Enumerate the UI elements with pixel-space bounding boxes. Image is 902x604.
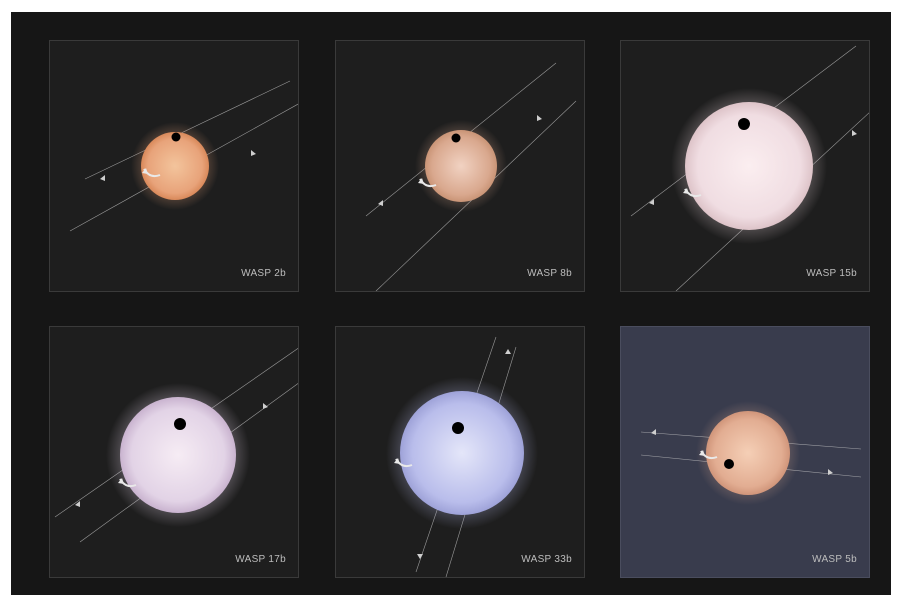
planet-dot [171,132,181,142]
orbit-arrow-icon [649,199,654,205]
orbit-arrow-icon [852,130,857,136]
spin-arrowhead-icon [418,178,424,184]
transit-diagram [640,401,862,505]
figure-frame: WASP 2b [11,12,891,595]
transit-diagram [69,80,298,232]
orbit-arrow-icon [417,554,423,559]
planet-dot [452,422,464,434]
planet-label: WASP 2b [241,268,286,279]
panel-wasp-17b: WASP 17b [49,326,299,578]
spin-arrowhead-icon [394,458,400,464]
transit-diagram [386,336,538,577]
planet-label: WASP 17b [235,554,286,565]
transit-diagram [54,348,298,543]
transit-diagram [365,62,577,291]
orbit-arrow-icon [75,501,80,507]
spin-arrowhead-icon [699,450,705,456]
star [425,130,497,202]
panel-wasp-33b: WASP 33b [335,326,585,578]
panel-wasp-8b: WASP 8b [335,40,585,292]
spin-arrowhead-icon [142,168,148,174]
orbit-arrow-icon [505,349,511,354]
spin-arrowhead-icon [118,478,124,484]
star [706,411,790,495]
star [685,102,813,230]
spin-arrowhead-icon [683,188,689,194]
orbit-arrow-icon [263,403,268,409]
planet-label: WASP 15b [806,268,857,279]
planet-dot [738,118,750,130]
star [120,397,236,513]
planet-label: WASP 5b [812,554,857,565]
panel-wasp-2b: WASP 2b [49,40,299,292]
orbit-arrow-icon [378,200,383,206]
orbit-arrow-icon [537,115,542,121]
star [400,391,524,515]
orbit-arrow-icon [828,469,833,475]
planet-dot [451,133,461,143]
orbit-arrow-icon [251,150,256,156]
transit-diagram [630,45,869,291]
planet-label: WASP 8b [527,268,572,279]
star [141,132,209,200]
planet-dot [724,459,734,469]
panel-wasp-5b: WASP 5b [620,326,870,578]
planet-dot [174,418,186,430]
panel-wasp-15b: WASP 15b [620,40,870,292]
orbit-arrow-icon [651,429,656,435]
orbit-arrow-icon [100,175,105,181]
planet-label: WASP 33b [521,554,572,565]
